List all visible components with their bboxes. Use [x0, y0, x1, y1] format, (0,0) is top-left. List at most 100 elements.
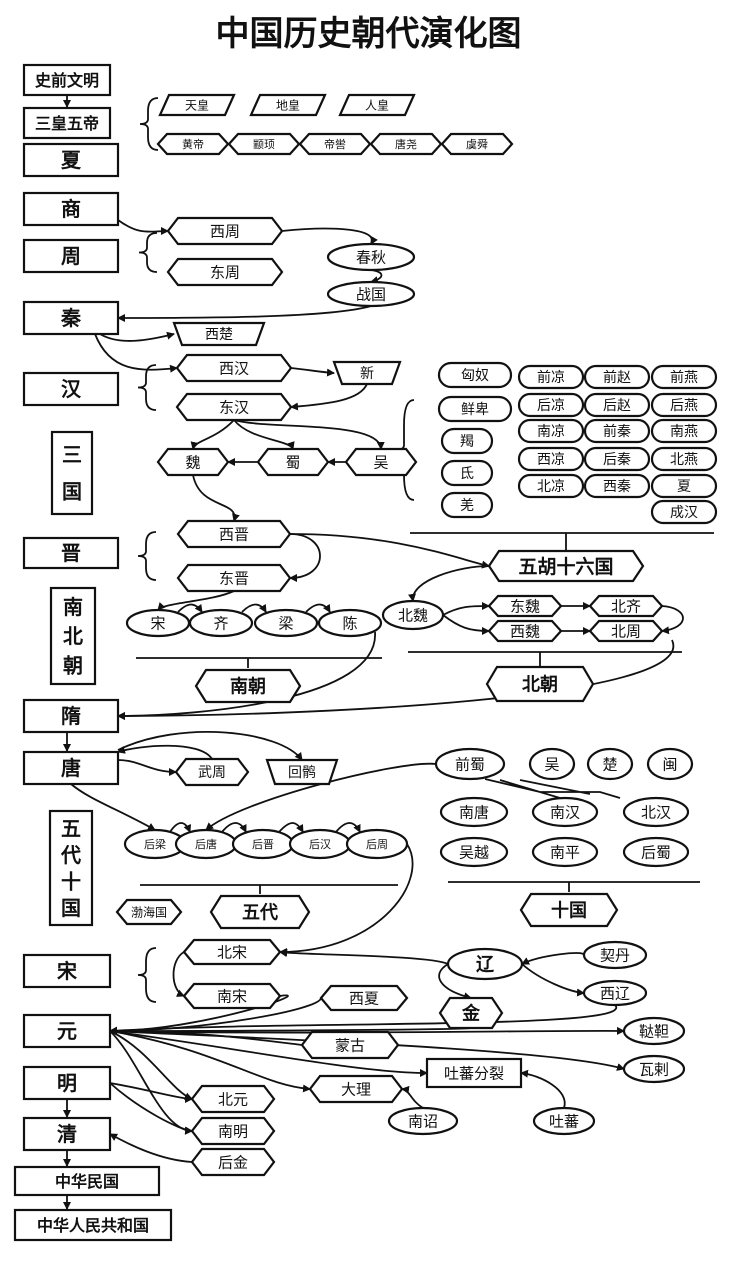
node-xijin: 西晋 — [176, 519, 292, 549]
node-tang: 唐 — [22, 750, 120, 786]
label-zhanguo: 战国 — [356, 285, 386, 303]
edge-qin-xichu — [99, 331, 175, 342]
node-nanyan: 南燕 — [650, 418, 718, 444]
label-dihuang: 地皇 — [276, 98, 300, 112]
edge-liao-xiliao — [521, 963, 585, 997]
node-huihu: 回鹘 — [265, 758, 339, 786]
node-xiqin: 西秦 — [583, 473, 651, 499]
label-chunqiu: 春秋 — [356, 248, 386, 266]
node-houyan: 后燕 — [650, 392, 718, 418]
label-qianzhao: 前赵 — [603, 369, 631, 386]
node-nanchao: 南朝 — [194, 668, 302, 704]
label-tangyao: 唐尧 — [395, 137, 417, 151]
label-qianqin: 前秦 — [603, 423, 631, 440]
node-dada: 鞑靼 — [622, 1016, 686, 1046]
node-xizhou: 西周 — [166, 216, 284, 246]
label-chenghan: 成汉 — [670, 505, 698, 521]
node-sui: 隋 — [22, 698, 120, 734]
label-houtang5: 后唐 — [195, 837, 217, 851]
node-chen_s: 陈 — [317, 608, 383, 638]
node-beizhou: 北周 — [588, 619, 664, 643]
edge-xihan-xin — [290, 367, 335, 377]
label-xia16: 夏 — [677, 479, 691, 495]
label-beiqi: 北齐 — [611, 597, 641, 615]
label-qidan: 契丹 — [600, 946, 630, 964]
label-dongjin: 东晋 — [219, 569, 249, 587]
node-chenghan: 成汉 — [650, 499, 718, 525]
label-menggu: 蒙古 — [335, 1036, 365, 1054]
edge-xizhou-chunqiu — [281, 227, 378, 245]
node-shang: 商 — [22, 191, 120, 227]
edge-wei-xijin — [192, 474, 240, 522]
label-nanming: 南明 — [218, 1122, 248, 1140]
label-huihu: 回鹘 — [288, 764, 316, 781]
node-dihuang: 地皇 — [249, 93, 327, 117]
label-chu10: 楚 — [602, 755, 617, 773]
node-song_s: 宋 — [125, 608, 191, 638]
node-diku: 帝喾 — [298, 132, 372, 156]
edge-donghan-wu — [233, 419, 385, 450]
label-wuhu: 五胡十六国 — [518, 555, 613, 578]
label-xiqin: 西秦 — [603, 479, 631, 495]
label-wei: 魏 — [185, 453, 200, 471]
node-houtang5: 后唐 — [174, 828, 238, 860]
node-wudai: 五代 — [209, 894, 311, 930]
label-nanping10: 南平 — [550, 843, 580, 861]
edge-yuan-wala — [109, 1030, 625, 1071]
label-shiguo: 十国 — [551, 899, 587, 921]
node-donghan: 东汉 — [175, 392, 293, 422]
label-xin: 新 — [360, 366, 374, 382]
node-qing: 清 — [22, 1116, 112, 1152]
label-song: 宋 — [57, 959, 77, 983]
edge-tang-huihu — [117, 731, 303, 761]
label-qianliang: 前凉 — [537, 369, 565, 386]
node-min10: 闽 — [646, 747, 694, 781]
label-qi_s: 齐 — [213, 614, 228, 632]
node-chunqiu: 春秋 — [326, 242, 416, 272]
node-qi_s: 齐 — [188, 608, 254, 638]
edge-liao-jin — [438, 963, 472, 1001]
node-tubo: 吐蕃 — [532, 1106, 596, 1136]
label-donghan: 东汉 — [219, 398, 249, 416]
edge-yuan-nanming — [109, 1030, 193, 1135]
label-beichao: 北朝 — [522, 673, 558, 695]
node-huangdi: 黄帝 — [156, 132, 230, 156]
label-xizhou: 西周 — [210, 222, 240, 240]
node-beisong: 北宋 — [182, 938, 282, 966]
label-shu: 蜀 — [285, 453, 300, 471]
node-jin: 晋 — [22, 536, 120, 570]
node-ganhai: 渤海国 — [115, 898, 183, 926]
node-dongzhou: 东周 — [166, 257, 284, 287]
label-sui: 隋 — [61, 704, 81, 728]
edge-nanzhao-dali — [401, 1085, 424, 1109]
edge-dongjin-song — [157, 590, 235, 611]
label-jie: 羯 — [460, 434, 474, 450]
edge-jin-beisong — [279, 949, 449, 965]
node-di: 氐 — [440, 459, 494, 487]
label-sanhuang: 三皇五帝 — [35, 114, 99, 133]
node-houshu10: 后蜀 — [622, 836, 690, 868]
label-houliang5: 后梁 — [144, 837, 166, 851]
label-houzhou5: 后周 — [366, 838, 388, 851]
node-houqin: 后秦 — [583, 446, 651, 472]
node-wuhu: 五胡十六国 — [487, 549, 645, 583]
label-dongwei: 东魏 — [510, 597, 540, 615]
node-xin: 新 — [332, 360, 402, 386]
node-dongjin: 东晋 — [176, 563, 292, 593]
edge-xiliao-yuan — [109, 1004, 618, 1035]
node-qianliang: 前凉 — [517, 364, 585, 390]
label-beiyan: 北燕 — [670, 452, 698, 468]
label-nanbeichao: 南北朝 — [63, 595, 83, 678]
label-qianshu10: 前蜀 — [455, 755, 485, 773]
label-beisong: 北宋 — [217, 943, 247, 961]
label-xianbei: 鲜卑 — [461, 401, 489, 418]
node-zhanguo: 战国 — [326, 280, 416, 308]
label-beiyuan: 北元 — [218, 1090, 248, 1108]
brace-zhou — [138, 232, 158, 273]
label-nanliang: 南凉 — [537, 424, 565, 440]
node-liang_s: 梁 — [253, 608, 319, 638]
label-xiongnu: 匈奴 — [461, 367, 489, 384]
edge-houjin-houhan — [278, 822, 304, 833]
label-wu10: 吴 — [544, 755, 559, 773]
